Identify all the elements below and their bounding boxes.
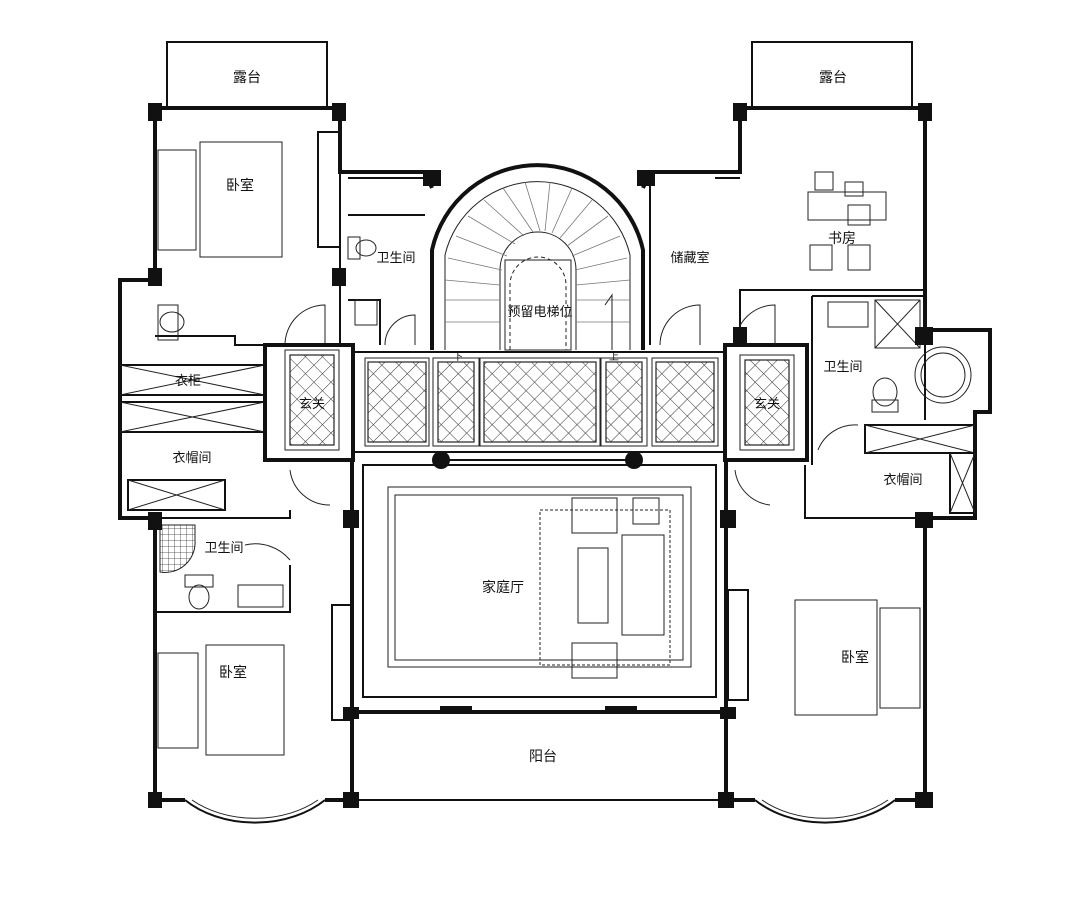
label-terrace-right: 露台 xyxy=(819,69,847,85)
left-interior xyxy=(119,131,425,756)
label-elevator: 预留电梯位 xyxy=(507,304,572,319)
bay-window-left xyxy=(155,798,352,824)
label-closet: 衣柜 xyxy=(175,373,201,388)
label-balcony: 阳台 xyxy=(529,748,557,764)
label-terrace-left: 露台 xyxy=(233,69,261,85)
columns xyxy=(148,103,933,808)
label-bedroom-top-left: 卧室 xyxy=(226,177,254,193)
room-labels: 露台 露台 卧室 卫生间 预留电梯位 储藏室 书房 衣柜 玄关 玄关 卫生间 衣… xyxy=(172,69,922,764)
staircase xyxy=(430,163,645,351)
label-storage: 储藏室 xyxy=(670,250,709,265)
label-bedroom-right: 卧室 xyxy=(841,649,869,665)
label-wardrobe-right: 衣帽间 xyxy=(883,472,922,487)
label-foyer-left: 玄关 xyxy=(299,396,325,411)
bay-window-right xyxy=(726,798,925,824)
label-wardrobe-left: 衣帽间 xyxy=(172,450,211,465)
label-study: 书房 xyxy=(828,230,856,246)
family-hall xyxy=(362,464,717,698)
label-bath-bottom-left: 卫生间 xyxy=(204,540,243,555)
label-foyer-right: 玄关 xyxy=(754,396,780,411)
label-bath-top-center: 卫生间 xyxy=(376,250,415,265)
center-lattice xyxy=(352,351,726,469)
stair-mark-up: 上 xyxy=(609,351,619,363)
label-bedroom-bottom-left: 卧室 xyxy=(219,664,247,680)
label-bath-right: 卫生间 xyxy=(823,359,862,374)
right-interior xyxy=(649,171,976,716)
label-family-hall: 家庭厅 xyxy=(482,579,524,595)
stair-mark-down: 下 xyxy=(453,352,463,363)
